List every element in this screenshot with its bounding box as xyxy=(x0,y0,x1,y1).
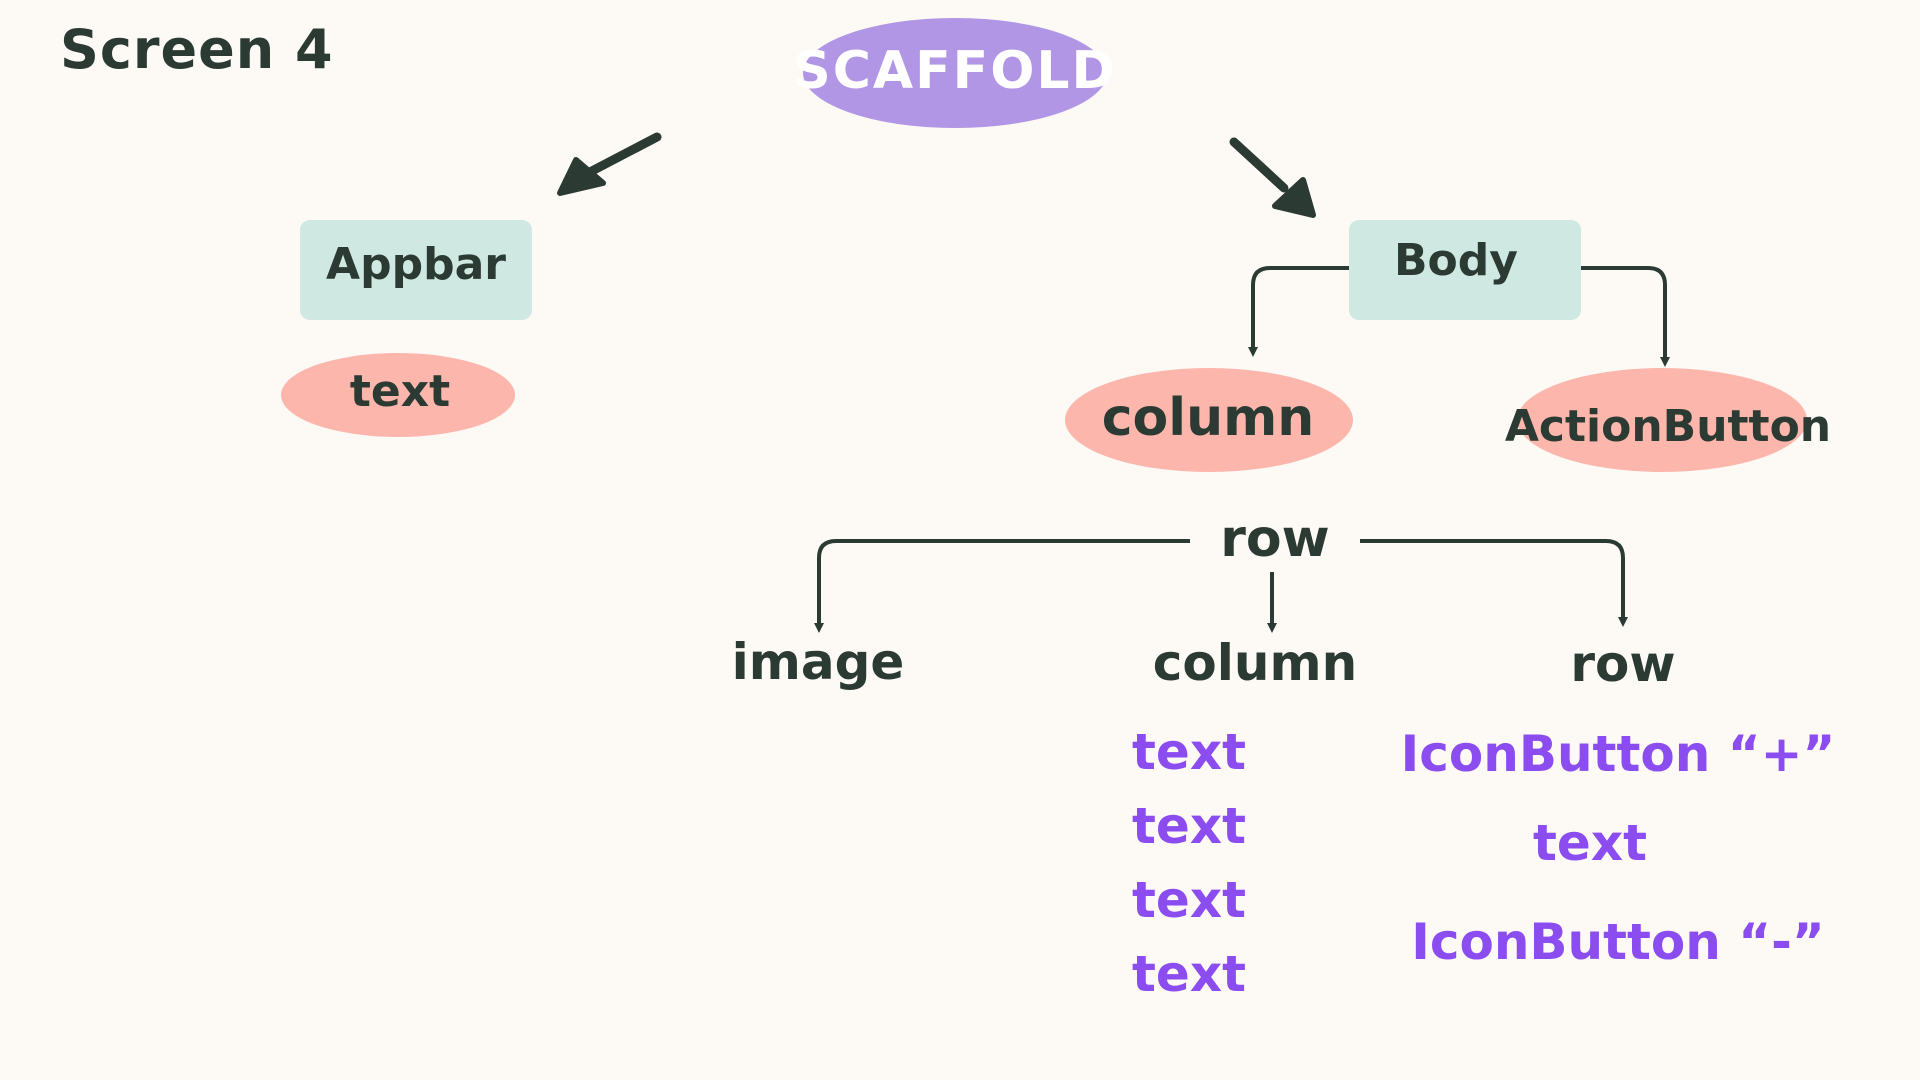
appbar-text-node-shape xyxy=(281,353,515,437)
appbar-text-label: text xyxy=(349,366,451,417)
arrow-scaffold-to-body xyxy=(1229,137,1316,218)
row-label: row xyxy=(1220,509,1330,569)
image-label: image xyxy=(731,633,905,691)
row-child-icon-button-plus: IconButton “+” xyxy=(1400,725,1836,783)
inner-column-label: column xyxy=(1152,634,1358,692)
connector-body-to-action-button xyxy=(1581,266,1670,367)
screen-title: Screen 4 xyxy=(60,18,334,81)
action-button-node-shape xyxy=(1517,368,1807,472)
body-node-shape xyxy=(1349,220,1581,320)
column-child-text-4: text xyxy=(1132,945,1246,1003)
connector-row-to-image xyxy=(814,539,1190,633)
arrow-scaffold-to-appbar xyxy=(557,132,662,196)
body-label: Body xyxy=(1394,235,1518,286)
column-child-text-2: text xyxy=(1132,797,1246,855)
action-button-label: ActionButton xyxy=(1504,401,1832,452)
appbar-node-shape xyxy=(300,220,532,320)
appbar-label: Appbar xyxy=(326,239,506,290)
scaffold-label: SCAFFOLD xyxy=(793,41,1117,101)
connector-row-to-inner-row xyxy=(1360,539,1628,627)
column-child-text-3: text xyxy=(1132,871,1246,929)
column-child-text-1: text xyxy=(1132,723,1246,781)
row-child-text: text xyxy=(1533,814,1647,872)
connector-body-to-column xyxy=(1248,266,1349,357)
column-label: column xyxy=(1101,388,1315,448)
row-child-icon-button-minus: IconButton “-” xyxy=(1411,913,1825,971)
scaffold-node-shape xyxy=(803,18,1107,128)
column-node-shape xyxy=(1065,368,1353,472)
inner-row-label: row xyxy=(1570,635,1676,693)
